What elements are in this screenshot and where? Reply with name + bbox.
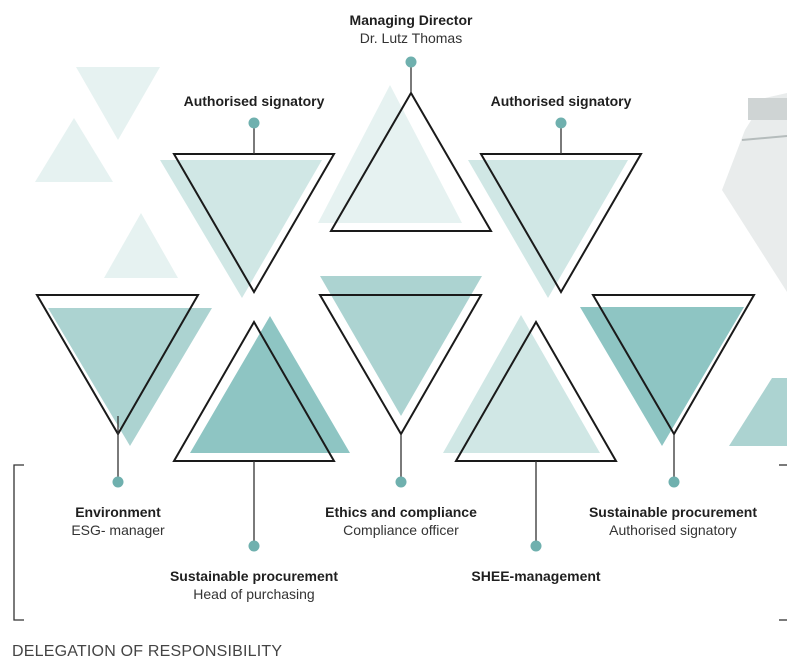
shee-fill: [443, 315, 600, 453]
dot-environment: [112, 476, 124, 488]
signatory-left-title: Authorised signatory: [183, 93, 325, 109]
edge-triangle-fill: [729, 378, 787, 446]
procurement-signatory-outline: [591, 294, 756, 436]
shee-title: SHEE-management: [471, 568, 601, 584]
ethics-outline: [318, 294, 483, 436]
dot-md: [405, 56, 417, 68]
environment-fill: [48, 308, 212, 446]
signatory-left-fill: [160, 160, 322, 298]
environment-title: Environment: [75, 504, 161, 520]
dot-signatory-right: [555, 117, 567, 129]
md-triangle-fill: [318, 85, 462, 223]
bracket-left: [13, 464, 24, 621]
environment-label: Environment ESG- manager: [18, 503, 218, 539]
signatory-right-fill: [468, 160, 628, 298]
dot-shee: [530, 540, 542, 552]
dot-ethics: [395, 476, 407, 488]
dot-procurement-signatory: [668, 476, 680, 488]
procurement-signatory-subtitle: Authorised signatory: [609, 522, 737, 538]
procurement-head-title: Sustainable procurement: [169, 568, 339, 584]
managing-director-label: Managing Director Dr. Lutz Thomas: [311, 11, 511, 47]
diagram-caption: DELEGATION OF RESPONSIBILITY: [12, 643, 283, 660]
photo-fragment: [722, 93, 787, 292]
signatory-right-title: Authorised signatory: [490, 93, 632, 109]
managing-director-title: Managing Director: [349, 12, 473, 28]
procurement-signatory-label: Sustainable procurement Authorised signa…: [563, 503, 783, 539]
managing-director-name: Dr. Lutz Thomas: [359, 30, 463, 46]
dot-signatory-left: [248, 117, 260, 129]
ethics-label: Ethics and compliance Compliance officer: [286, 503, 516, 539]
procurement-head-fill: [190, 316, 350, 453]
md-triangle-outline: [329, 91, 493, 232]
photo-line: [741, 135, 787, 141]
procurement-signatory-title: Sustainable procurement: [588, 504, 758, 520]
dot-procurement-head: [248, 540, 260, 552]
photo-detail: [748, 98, 787, 120]
ethics-title: Ethics and compliance: [325, 504, 477, 520]
environment-subtitle: ESG- manager: [71, 522, 165, 538]
shee-label: SHEE-management: [436, 567, 636, 585]
procurement-head-subtitle: Head of purchasing: [193, 586, 315, 602]
bg-triangle-1: [76, 67, 160, 140]
ethics-fill: [320, 276, 482, 416]
procurement-head-label: Sustainable procurement Head of purchasi…: [134, 567, 374, 603]
procurement-signatory-fill: [580, 307, 744, 446]
ethics-subtitle: Compliance officer: [343, 522, 459, 538]
bg-triangle-3: [104, 213, 178, 278]
signatory-right-label: Authorised signatory: [461, 92, 661, 110]
signatory-left-label: Authorised signatory: [154, 92, 354, 110]
bg-triangle-2: [35, 118, 113, 182]
environment-outline: [35, 294, 200, 436]
